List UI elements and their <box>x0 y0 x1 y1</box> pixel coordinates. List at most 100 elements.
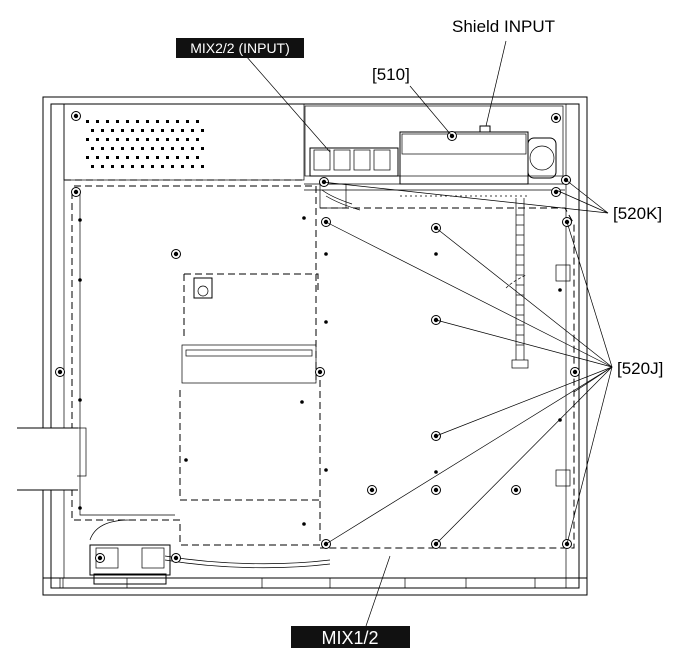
screw <box>431 485 441 495</box>
mix1-2-label: MIX1/2 <box>321 628 378 648</box>
mount-hole <box>324 468 328 472</box>
vent-hole <box>181 165 184 168</box>
shield-input-label: Shield INPUT <box>452 17 555 36</box>
ref-520j-label: [520J] <box>617 359 663 378</box>
vent-hole <box>191 129 194 132</box>
screw <box>367 485 377 495</box>
chassis-outline <box>42 96 588 596</box>
vent-hole <box>116 156 119 159</box>
vent-hole <box>131 165 134 168</box>
mount-hole <box>78 218 82 222</box>
vent-hole <box>171 129 174 132</box>
vent-hole <box>166 156 169 159</box>
mount-hole <box>434 470 438 474</box>
vent-hole <box>96 156 99 159</box>
vent-hole <box>156 120 159 123</box>
vent-hole <box>126 156 129 159</box>
vent-hole <box>86 120 89 123</box>
vent-hole <box>166 138 169 141</box>
vent-hole <box>156 156 159 159</box>
vent-hole <box>166 120 169 123</box>
label-mix2-input: MIX2/2 (INPUT) <box>176 38 304 58</box>
vent-hole <box>131 147 134 150</box>
vent-hole <box>201 165 204 168</box>
mix2-board <box>17 185 321 546</box>
vent-hole <box>86 138 89 141</box>
bottom-connector <box>89 519 331 585</box>
vent-hole <box>181 147 184 150</box>
vent-holes <box>86 120 204 168</box>
vent-hole <box>146 138 149 141</box>
screw <box>71 111 81 121</box>
vent-hole <box>121 165 124 168</box>
vent-hole <box>86 156 89 159</box>
mount-hole <box>324 320 328 324</box>
vent-hole <box>161 165 164 168</box>
vent-hole <box>141 129 144 132</box>
label-mix1-2: MIX1/2 <box>291 626 410 648</box>
vent-hole <box>186 120 189 123</box>
vent-hole <box>101 165 104 168</box>
mount-hole <box>78 506 82 510</box>
vent-hole <box>186 156 189 159</box>
vent-hole <box>126 138 129 141</box>
vent-hole <box>191 165 194 168</box>
screw <box>551 187 561 197</box>
vent-hole <box>161 129 164 132</box>
mount-hole <box>300 400 304 404</box>
top-bracket <box>63 103 565 191</box>
vent-hole <box>101 147 104 150</box>
vent-hole <box>116 138 119 141</box>
vent-hole <box>191 147 194 150</box>
mount-hole <box>558 288 562 292</box>
shield-input-module <box>399 125 557 197</box>
mount-hole <box>324 252 328 256</box>
screw <box>55 367 65 377</box>
mix1-board <box>320 198 575 549</box>
vent-hole <box>156 138 159 141</box>
vent-hole <box>176 138 179 141</box>
vent-hole <box>151 147 154 150</box>
screw <box>171 553 181 563</box>
vent-hole <box>146 156 149 159</box>
screws <box>55 111 580 563</box>
vent-hole <box>111 147 114 150</box>
vent-hole <box>186 138 189 141</box>
vent-hole <box>181 129 184 132</box>
vent-hole <box>126 120 129 123</box>
vent-hole <box>121 147 124 150</box>
mount-hole <box>78 398 82 402</box>
vent-hole <box>201 129 204 132</box>
vent-hole <box>121 129 124 132</box>
vent-hole <box>136 156 139 159</box>
vent-hole <box>171 165 174 168</box>
vent-hole <box>136 138 139 141</box>
mount-hole <box>184 458 188 462</box>
vent-hole <box>111 165 114 168</box>
input-connectors <box>309 147 399 211</box>
screw <box>570 367 580 377</box>
vent-hole <box>151 129 154 132</box>
vent-hole <box>106 138 109 141</box>
vent-hole <box>141 147 144 150</box>
vent-hole <box>151 165 154 168</box>
vent-hole <box>196 138 199 141</box>
vent-hole <box>96 120 99 123</box>
screw <box>171 249 181 259</box>
vent-hole <box>141 165 144 168</box>
vent-hole <box>106 120 109 123</box>
vent-hole <box>161 147 164 150</box>
vent-hole <box>176 156 179 159</box>
vent-hole <box>136 120 139 123</box>
mount-hole <box>302 522 306 526</box>
vent-hole <box>111 129 114 132</box>
vent-hole <box>106 156 109 159</box>
vent-hole <box>176 120 179 123</box>
vent-hole <box>91 129 94 132</box>
mount-hole <box>302 216 306 220</box>
vent-hole <box>201 147 204 150</box>
mix2-input-label: MIX2/2 (INPUT) <box>190 40 290 56</box>
vent-hole <box>131 129 134 132</box>
vent-hole <box>146 120 149 123</box>
mount-hole <box>434 252 438 256</box>
